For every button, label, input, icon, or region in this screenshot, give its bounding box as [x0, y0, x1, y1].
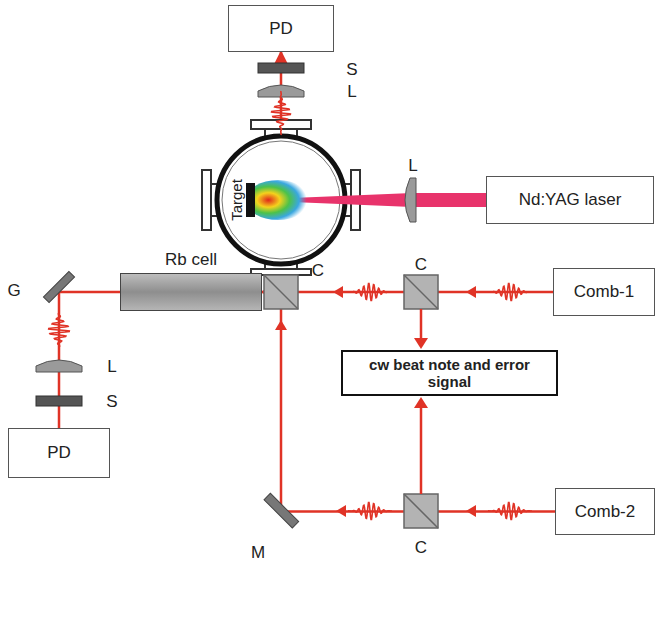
- filter: [258, 63, 304, 73]
- plasma-plume: [246, 180, 310, 220]
- ablation-beam: [292, 193, 486, 207]
- lens-label: L: [408, 157, 417, 174]
- filter: [36, 396, 82, 406]
- pulse: [488, 284, 532, 301]
- beat-arrow: [414, 309, 428, 494]
- pulse: [348, 503, 392, 520]
- node-text: Rb cell: [165, 250, 217, 270]
- splitter-label: C: [415, 256, 427, 273]
- node-text: PD: [47, 443, 71, 463]
- pulse: [272, 91, 291, 135]
- node-text: Comb-1: [574, 282, 634, 302]
- node-text: cw beat note and error signal: [343, 356, 556, 391]
- lens: [36, 360, 82, 372]
- lens-label: L: [347, 83, 356, 100]
- target-label: Target: [229, 179, 244, 221]
- grating-label: G: [7, 282, 20, 299]
- lens: [405, 178, 416, 222]
- beam-arrowhead: [275, 286, 476, 517]
- pulse: [348, 284, 392, 301]
- laser-beam: [281, 52, 555, 512]
- laser-beam: [59, 292, 120, 428]
- mirror: [264, 493, 299, 528]
- pulse: [49, 308, 70, 352]
- lens-label: L: [107, 358, 116, 375]
- electronics-box: cw beat note and error signal: [341, 350, 558, 396]
- detector-box: PD: [8, 428, 110, 478]
- grating: [43, 271, 74, 302]
- comb-box: Comb-1: [553, 268, 655, 316]
- mirror-label: M: [251, 544, 265, 561]
- vapor-cell: Rb cell: [120, 273, 262, 311]
- filter-label: S: [106, 393, 117, 410]
- target: [246, 183, 255, 217]
- comb-box: Comb-2: [555, 488, 655, 535]
- splitter-label: C: [415, 539, 427, 556]
- node-text: Comb-2: [575, 502, 635, 522]
- node-text: PD: [269, 19, 293, 39]
- pulse: [488, 503, 532, 520]
- filter-label: S: [346, 61, 357, 78]
- beam-splitter: [264, 275, 438, 528]
- splitter-label: C: [312, 262, 324, 279]
- detector-box: PD: [228, 5, 334, 52]
- node-text: Nd:YAG laser: [519, 190, 622, 210]
- laser-box: Nd:YAG laser: [486, 176, 654, 224]
- pulse-trains: [49, 91, 532, 519]
